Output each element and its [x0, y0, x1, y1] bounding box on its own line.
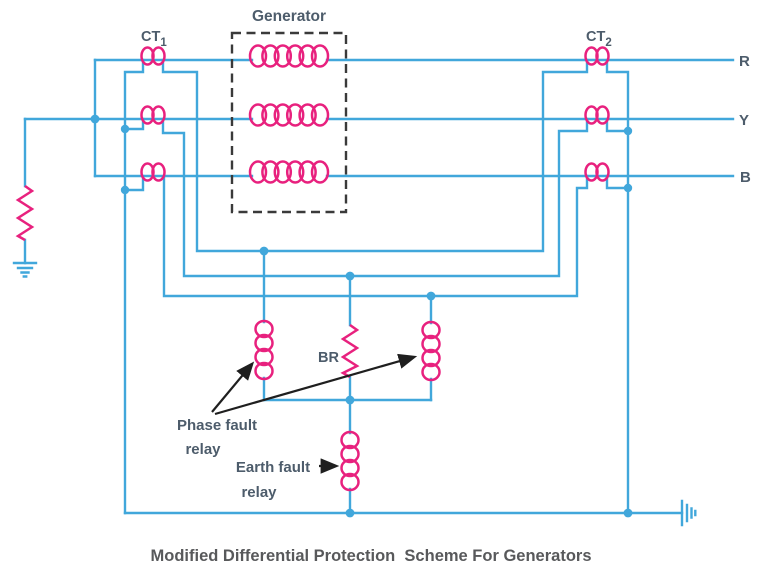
text-labels: Generator CT1 CT2 R Y B BR Phase fault r…: [141, 8, 751, 565]
junction-star-point: [90, 114, 100, 124]
generator-dashed-box: [230, 31, 348, 214]
ct1-coil-y: [140, 105, 166, 125]
pilot-bus-r: [161, 58, 589, 253]
bottom-bus-group: [123, 499, 697, 527]
pilot-bus-b: [162, 174, 589, 298]
ct1-coil-b: [140, 162, 166, 182]
junction-bus3-relay2: [426, 291, 436, 301]
junction-residual-y: [120, 124, 130, 134]
junction-bus2-br: [345, 271, 355, 281]
ct1-b-left-lead: [123, 174, 145, 192]
junction-return-b: [623, 183, 633, 193]
ct1-group: [140, 46, 166, 182]
ct2-b-right-lead: [605, 174, 630, 190]
pilot-bus-y: [161, 117, 589, 278]
earth-fault-relay-label-line1: Earth fault: [236, 459, 310, 476]
ground-icon-right: [680, 499, 697, 527]
neutral-earthing-branch: [12, 117, 38, 278]
phase-fault-relay-label-line1: Phase fault: [177, 417, 257, 434]
phase-lines: [23, 58, 735, 178]
diagram-caption: Modified Differential Protection Scheme …: [151, 547, 592, 565]
phase-fault-relay-label-line2: relay: [185, 441, 221, 458]
phase-fault-relay-2-coil: [421, 320, 441, 382]
ct2-y-right-lead: [605, 117, 630, 133]
earthing-resistor: [15, 184, 35, 242]
junction-bus1-relay1: [259, 246, 269, 256]
junction-return-y: [623, 126, 633, 136]
phase-b-label: B: [740, 169, 751, 186]
ct1-label: CT1: [141, 29, 167, 49]
br-label: BR: [318, 350, 339, 366]
generator-winding-b: [248, 160, 330, 184]
ct1-coil-r: [140, 46, 166, 66]
ct1-residual-bus: [123, 58, 145, 515]
phase-r-label: R: [739, 53, 750, 70]
generator-winding-r: [248, 44, 330, 68]
ct2-coil-b: [584, 162, 610, 182]
annotation-arrows: [211, 353, 418, 474]
ct1-label-base: CT: [141, 29, 160, 45]
junction-connector-earth-relay: [345, 395, 355, 405]
phase-y-label: Y: [739, 112, 749, 129]
ct2-coil-y: [584, 105, 610, 125]
generator-label: Generator: [252, 8, 326, 25]
ct2-coil-r: [584, 46, 610, 66]
balancing-resistor: [340, 323, 360, 379]
ct2-label: CT2: [586, 29, 612, 49]
ct2-return-bus: [605, 58, 630, 515]
junction-dots: [90, 114, 633, 518]
arrow-to-phase-relay-1: [211, 361, 255, 413]
generator-winding-y: [248, 103, 330, 127]
ct2-label-base: CT: [586, 29, 605, 45]
junction-bottom-earth-relay: [345, 508, 355, 518]
ct2-group: [584, 46, 610, 182]
junction-residual-b: [120, 185, 130, 195]
phase-fault-relay-1-coil: [254, 319, 274, 381]
ct1-label-subscript: 1: [160, 37, 167, 49]
ground-icon: [12, 261, 38, 278]
generator-unit: [230, 31, 348, 214]
junction-bottom-return: [623, 508, 633, 518]
earth-fault-relay-label-line2: relay: [241, 484, 277, 501]
arrow-to-phase-relay-2: [214, 353, 418, 416]
earth-fault-relay-coil: [340, 430, 360, 492]
ct2-label-subscript: 2: [605, 37, 611, 49]
